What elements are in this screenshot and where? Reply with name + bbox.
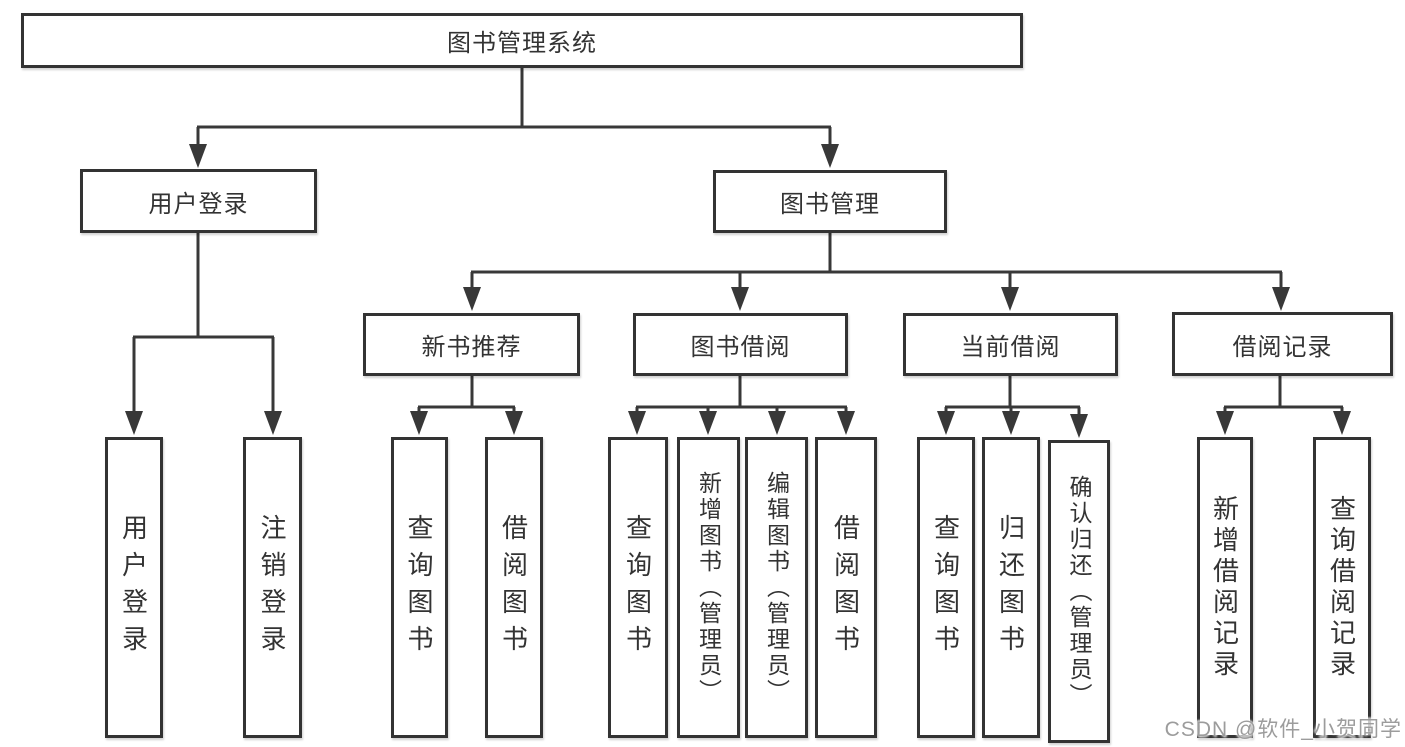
node-label: 借阅图书 <box>830 513 861 662</box>
node-label: 新增借阅记录 <box>1209 494 1240 681</box>
arrow-down-icon <box>1002 411 1020 435</box>
node-label: 借阅图书 <box>498 513 529 662</box>
node-label: 查询图书 <box>930 513 961 662</box>
node-label: 用户登录 <box>118 513 149 662</box>
connector-borrow-record-children <box>1216 376 1351 435</box>
arrow-down-icon <box>837 411 855 435</box>
node-label: 图书借阅 <box>690 334 791 361</box>
node-leaf-query-books-bb: 查询图书 <box>608 437 668 738</box>
connector-book-borrow-children <box>628 376 855 435</box>
connector-root-to-level2 <box>189 68 839 168</box>
arrow-down-icon <box>821 144 839 168</box>
node-leaf-logout: 注销登录 <box>243 437 302 738</box>
node-label: 编辑图书（管理员） <box>763 470 790 705</box>
node-label: 图书管理系统 <box>447 30 597 57</box>
node-label: 新增图书（管理员） <box>695 470 722 705</box>
arrow-down-icon <box>1333 411 1351 435</box>
arrow-down-icon <box>125 411 143 435</box>
arrow-down-icon <box>410 411 428 435</box>
arrow-down-icon <box>731 287 749 311</box>
node-new-book-recommend: 新书推荐 <box>363 313 580 376</box>
connector-new-book-rec-children <box>410 376 523 435</box>
arrow-down-icon <box>1272 287 1290 311</box>
node-leaf-query-books-rec: 查询图书 <box>391 437 448 738</box>
node-label: 图书管理 <box>780 191 880 218</box>
arrow-down-icon <box>937 411 955 435</box>
node-leaf-add-borrow-record: 新增借阅记录 <box>1197 437 1253 738</box>
node-label: 查询借阅记录 <box>1326 494 1357 681</box>
connector-book-management-children <box>463 233 1290 311</box>
node-leaf-add-books-admin: 新增图书（管理员） <box>677 437 740 738</box>
node-leaf-return-books: 归还图书 <box>982 437 1040 738</box>
node-book-borrow: 图书借阅 <box>633 313 848 376</box>
arrow-down-icon <box>1216 411 1234 435</box>
node-leaf-user-login: 用户登录 <box>105 437 163 738</box>
arrow-down-icon <box>189 144 207 168</box>
node-label: 新书推荐 <box>421 334 522 361</box>
arrow-down-icon <box>264 411 282 435</box>
node-label: 查询图书 <box>622 513 653 662</box>
arrow-down-icon <box>505 411 523 435</box>
node-root-system: 图书管理系统 <box>21 13 1023 68</box>
connector-current-borrow-children <box>937 376 1088 438</box>
arrow-down-icon <box>628 411 646 435</box>
arrow-down-icon <box>1070 414 1088 438</box>
node-label: 查询图书 <box>404 513 434 662</box>
node-user-login: 用户登录 <box>80 169 317 233</box>
node-leaf-borrow-books-bb: 借阅图书 <box>815 437 877 738</box>
connector-user-login-children <box>125 233 282 435</box>
node-label: 注销登录 <box>257 513 287 662</box>
node-book-management: 图书管理 <box>713 170 947 233</box>
node-label: 用户登录 <box>148 190 249 218</box>
node-leaf-edit-books-admin: 编辑图书（管理员） <box>745 437 808 738</box>
node-leaf-query-books-cb: 查询图书 <box>917 437 975 738</box>
node-label: 确认归还（管理员） <box>1066 474 1092 709</box>
node-label: 当前借阅 <box>960 334 1061 361</box>
node-leaf-borrow-books-rec: 借阅图书 <box>485 437 543 738</box>
csdn-watermark: CSDN @软件_小贺同学 <box>1164 718 1402 741</box>
node-borrow-record: 借阅记录 <box>1172 312 1393 376</box>
arrow-down-icon <box>1001 287 1019 311</box>
node-leaf-confirm-return-admin: 确认归还（管理员） <box>1048 440 1110 743</box>
node-leaf-query-borrow-record: 查询借阅记录 <box>1313 437 1371 738</box>
node-label: 归还图书 <box>995 513 1026 662</box>
arrow-down-icon <box>768 411 786 435</box>
arrow-down-icon <box>463 287 481 311</box>
node-label: 借阅记录 <box>1232 333 1333 361</box>
arrow-down-icon <box>699 411 717 435</box>
node-current-borrow: 当前借阅 <box>903 313 1118 376</box>
